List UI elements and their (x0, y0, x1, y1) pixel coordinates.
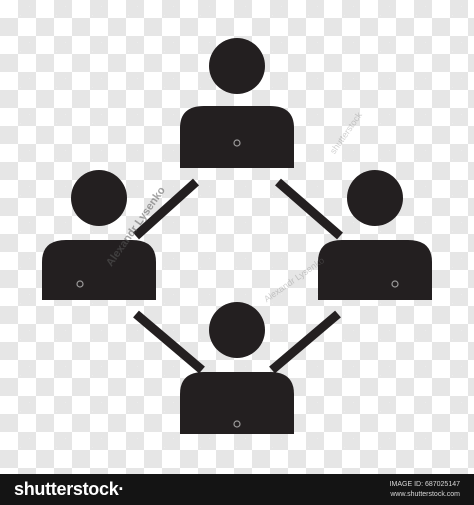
team-network-icon (42, 38, 432, 434)
watermark-mark (233, 420, 241, 428)
watermark-mark (233, 139, 241, 147)
person-icon-left (42, 170, 156, 300)
person-icon-right (318, 170, 432, 300)
person-icon-top (180, 38, 294, 168)
connection-line-bottom-right (269, 310, 341, 374)
person-icon-bottom (180, 302, 294, 434)
image-id-label: IMAGE ID: 687025147 (389, 481, 460, 488)
footer-bar: shutterstock· IMAGE ID: 687025147 www.sh… (0, 474, 474, 505)
connection-line-top-left (132, 178, 200, 240)
shutterstock-logo: shutterstock· (14, 479, 125, 499)
watermark-mark (391, 280, 399, 288)
site-url-label: www.shutterstock.com (390, 491, 460, 498)
connection-line-top-right (275, 178, 343, 240)
watermark-mark (76, 280, 84, 288)
connection-line-bottom-left (133, 310, 205, 374)
